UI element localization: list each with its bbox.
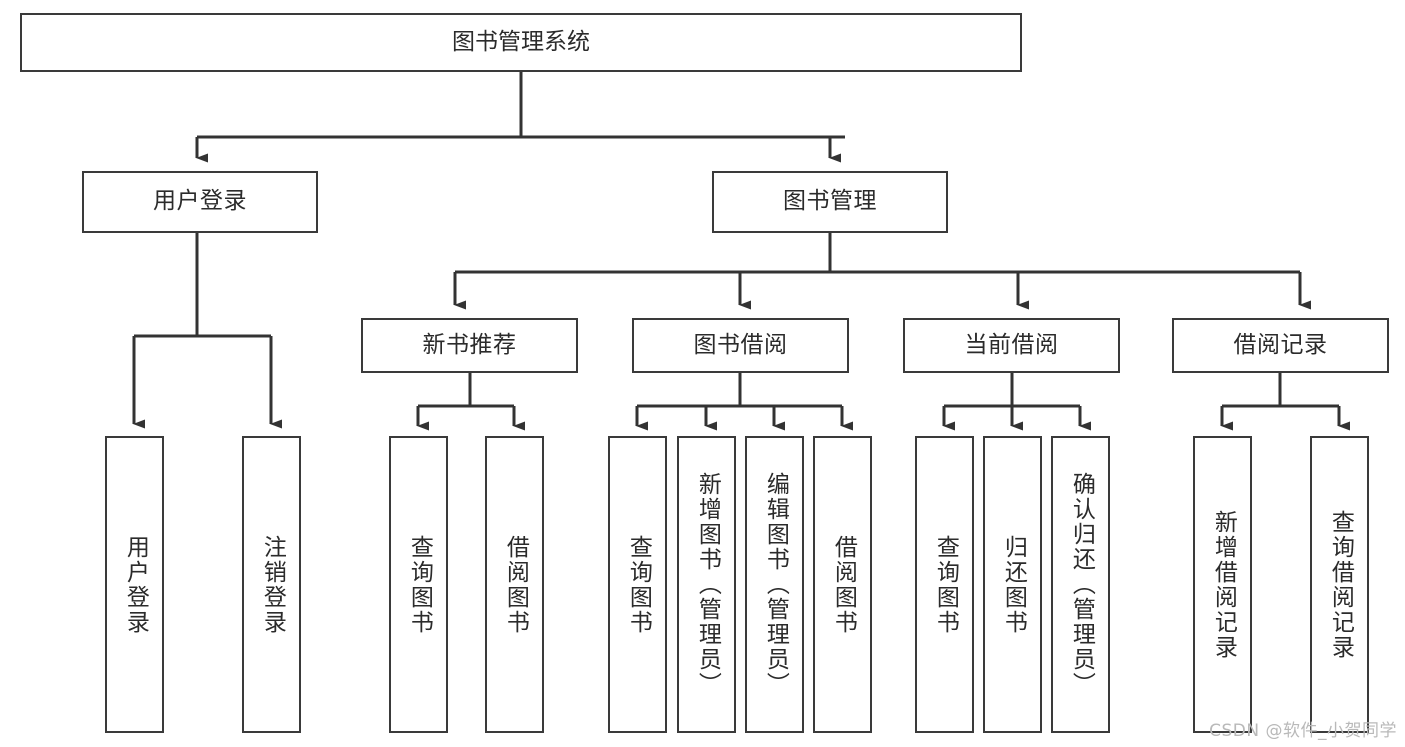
node-label: 当前借阅 [964,331,1059,358]
leaf-add-borrow-record[interactable]: 新增借阅记录 [1193,436,1252,733]
node-label: 编辑图书（管理员） [762,472,789,697]
node-new-book-recommend[interactable]: 新书推荐 [361,318,578,373]
node-label: 查询图书 [406,534,433,635]
node-label: 确认归还（管理员） [1068,472,1095,697]
node-borrow-record[interactable]: 借阅记录 [1172,318,1389,373]
node-user-login[interactable]: 用户登录 [82,171,318,233]
node-label: 借阅图书 [830,534,857,635]
leaf-query-book-recommend[interactable]: 查询图书 [389,436,448,733]
node-label: 新书推荐 [422,331,517,358]
leaf-query-book-current[interactable]: 查询图书 [915,436,974,733]
node-label: 查询图书 [932,534,959,635]
leaf-add-book[interactable]: 新增图书（管理员） [677,436,736,733]
node-label: 新增借阅记录 [1210,509,1237,660]
leaf-query-book-borrow[interactable]: 查询图书 [608,436,667,733]
leaf-logout-login[interactable]: 注销登录 [242,436,301,733]
leaf-return-book[interactable]: 归还图书 [983,436,1042,733]
node-label: 归还图书 [1000,534,1027,635]
node-current-borrow[interactable]: 当前借阅 [903,318,1120,373]
leaf-borrow-book-recommend[interactable]: 借阅图书 [485,436,544,733]
node-label: 用户登录 [153,188,247,215]
leaf-user-login[interactable]: 用户登录 [105,436,164,733]
node-label: 图书管理 [783,188,877,215]
node-label: 用户登录 [122,534,149,635]
leaf-confirm-return[interactable]: 确认归还（管理员） [1051,436,1110,733]
node-book-borrow[interactable]: 图书借阅 [632,318,849,373]
leaf-borrow-book[interactable]: 借阅图书 [813,436,872,733]
node-label: 图书管理系统 [452,28,590,55]
node-label: 借阅记录 [1233,331,1328,358]
leaf-edit-book[interactable]: 编辑图书（管理员） [745,436,804,733]
node-label: 借阅图书 [502,534,529,635]
node-label: 查询图书 [625,534,652,635]
node-book-manage[interactable]: 图书管理 [712,171,948,233]
leaf-query-borrow-record[interactable]: 查询借阅记录 [1310,436,1369,733]
node-label: 图书借阅 [693,331,788,358]
node-label: 新增图书（管理员） [694,472,721,697]
node-label: 注销登录 [259,534,286,635]
node-label: 查询借阅记录 [1327,509,1354,660]
node-root-system[interactable]: 图书管理系统 [20,13,1022,72]
